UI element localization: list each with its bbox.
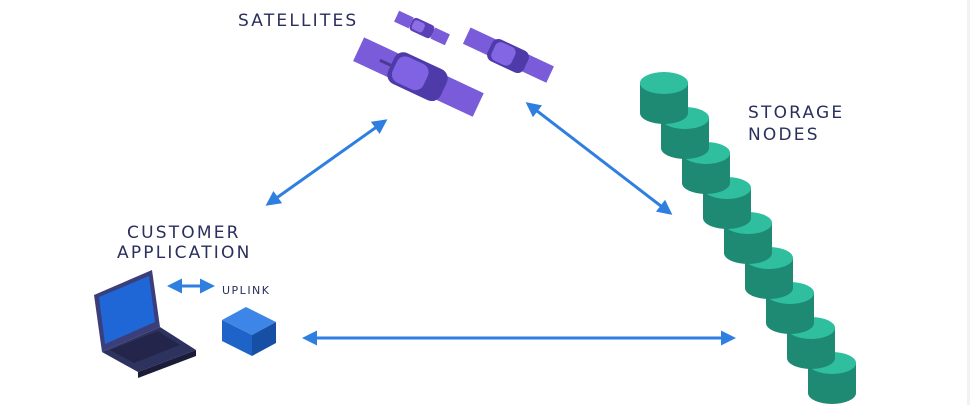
customer-application-label-line2: APPLICATION bbox=[117, 243, 252, 263]
storage-nodes-stack bbox=[640, 72, 856, 404]
storage-nodes-label-line2: NODES bbox=[748, 125, 820, 145]
customer-application-label-line1: CUSTOMER bbox=[127, 223, 241, 243]
arrow-satellites-storage bbox=[525, 102, 673, 215]
uplink-label: UPLINK bbox=[222, 284, 271, 297]
satellite-icon bbox=[394, 10, 450, 46]
storage-nodes-label-line1: STORAGE bbox=[748, 103, 845, 123]
satellites-label: SATELLITES bbox=[238, 11, 359, 31]
uplink-device-icon bbox=[222, 307, 276, 356]
satellite-icon bbox=[353, 37, 484, 117]
satellite-icon bbox=[462, 27, 554, 83]
right-edge-strip bbox=[967, 0, 970, 405]
arrow-customer-satellites bbox=[265, 119, 388, 206]
laptop-icon bbox=[94, 270, 196, 378]
storage-disk-icon bbox=[640, 72, 688, 124]
